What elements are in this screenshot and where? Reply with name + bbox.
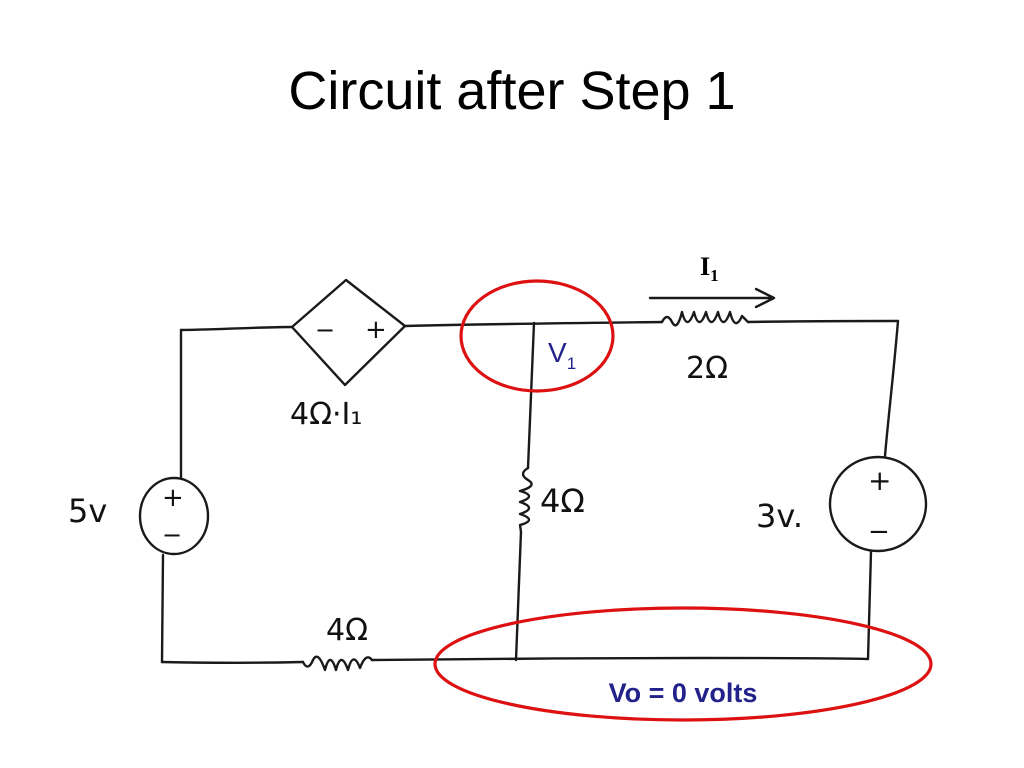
- source-5v-plus: +: [162, 483, 184, 513]
- resistor-middle: 4Ω: [518, 466, 585, 534]
- resistor-bottom-zigzag: [301, 655, 374, 672]
- wire-middle-lower: [514, 530, 523, 662]
- wire-right-upper: [883, 319, 900, 458]
- dependent-source-label: 4Ω·I₁: [290, 397, 362, 432]
- ground-ring: [433, 606, 933, 722]
- current-label: I1: [700, 252, 719, 285]
- wire-left-lower: [160, 553, 165, 664]
- ground-node-highlight: Vo = 0 volts: [433, 606, 933, 722]
- node-v1-symbol: V: [548, 337, 567, 368]
- source-3v-minus: −: [868, 517, 890, 547]
- node-v1-ring: [459, 279, 615, 393]
- wire-bottom-left: [160, 660, 305, 664]
- wire-middle-upper: [526, 321, 536, 470]
- source-3v: + − 3v.: [756, 455, 928, 553]
- source-5v: + − 5v: [68, 476, 210, 556]
- resistor-top-zigzag: [660, 310, 750, 327]
- resistor-top-label: 2Ω: [686, 351, 728, 386]
- node-v1-subscript: 1: [567, 354, 576, 373]
- dependent-source: − + 4Ω·I₁: [290, 278, 407, 432]
- ground-voltage-note: Vo = 0 volts: [609, 678, 758, 708]
- source-5v-minus: −: [162, 521, 182, 549]
- resistor-top: 2Ω: [660, 310, 750, 386]
- resistor-bottom: 4Ω: [301, 613, 374, 672]
- wire-top-middle: [403, 320, 664, 328]
- dependent-source-plus: +: [365, 315, 387, 345]
- dependent-source-diamond: [290, 278, 407, 387]
- node-v1-highlight: V1: [459, 279, 615, 393]
- wire-right-lower: [866, 549, 873, 661]
- slide-title: Circuit after Step 1: [288, 61, 736, 121]
- wire-top-left: [179, 325, 294, 332]
- current-subscript: 1: [710, 266, 719, 285]
- source-3v-plus: +: [868, 464, 891, 497]
- resistor-middle-zigzag: [518, 466, 533, 534]
- resistor-middle-label: 4Ω: [540, 482, 585, 520]
- wire-bottom-right: [370, 656, 870, 662]
- current-indicator: I1: [648, 252, 776, 309]
- current-arrow: [648, 287, 776, 309]
- source-3v-circle: [828, 455, 928, 553]
- source-3v-label: 3v.: [756, 497, 803, 535]
- current-symbol: I: [700, 252, 710, 281]
- wire-top-right: [746, 319, 900, 324]
- resistor-bottom-label: 4Ω: [326, 613, 368, 648]
- node-v1-label: V1: [548, 337, 576, 373]
- source-5v-circle: [138, 476, 210, 556]
- dependent-source-minus: −: [315, 316, 335, 344]
- source-5v-label: 5v: [68, 492, 107, 530]
